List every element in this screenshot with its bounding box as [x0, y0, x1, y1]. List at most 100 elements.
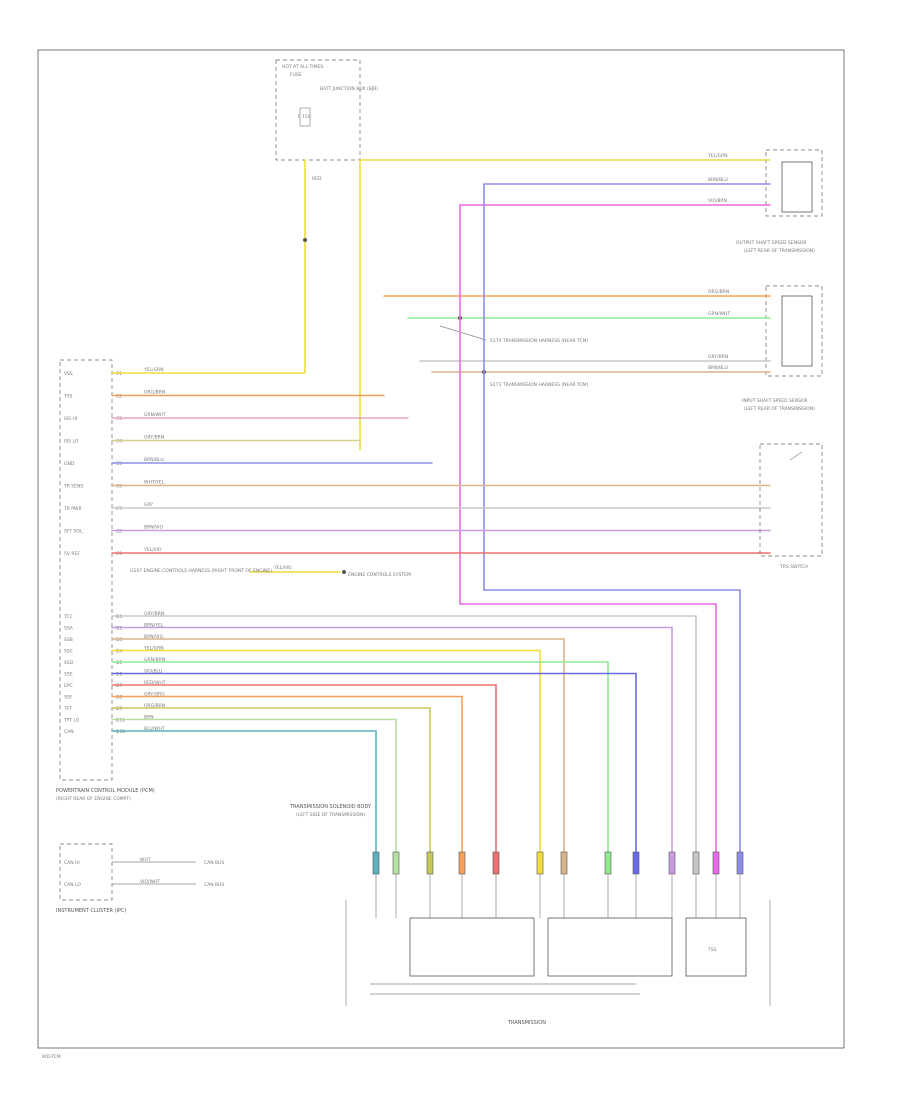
tcm-pin-name: TR SENS	[63, 484, 83, 490]
wire-label-orange: ORG/BRN	[708, 289, 729, 295]
sol-pin-id: D3	[116, 637, 122, 643]
fuse-box-right-text: BATT JUNCTION BOX (BJB)	[320, 86, 378, 92]
sol-pin-name: TFT LO	[63, 718, 80, 724]
sol-pin-color: BRN/YEL	[144, 623, 164, 629]
sol-pin-color: RED/WHT	[144, 680, 166, 686]
footer-id: WD-TCM	[42, 1054, 61, 1060]
tcm-pin-color: YEL/GRN	[143, 367, 164, 373]
connector-terminal	[492, 851, 500, 875]
connector-terminal	[604, 851, 612, 875]
sol-pin-name: SSD	[64, 660, 74, 666]
tcm-pin-color: BRN/BLU	[144, 457, 164, 463]
input-sensor: INPUT SHAFT SPEED SENSOR (LEFT REAR OF T…	[742, 285, 823, 412]
tcm-pin-color: YEL/VIO	[143, 547, 162, 553]
cluster-pin-note: CAN BUS	[204, 860, 224, 866]
sol-pin-name: SSC	[64, 649, 73, 655]
sol-pin-id: D10	[116, 718, 125, 724]
splice3-label: G107 ENGINE CONTROLS HARNESS (RIGHT FRON…	[130, 568, 272, 574]
connector-terminal	[668, 851, 676, 875]
sol-pin-name: TCC	[63, 614, 73, 620]
fuse-box-title: HOT AT ALL TIMES	[282, 64, 323, 70]
tcm-pin-id: C4	[116, 439, 122, 445]
tss-label: TSS	[707, 947, 717, 953]
instrument-cluster: INSTRUMENT CLUSTER (IPC)	[56, 843, 127, 914]
tss-block	[685, 917, 747, 977]
fuse-icon	[299, 107, 311, 127]
output-sensor-label: OUTPUT SHAFT SPEED SENSOR	[736, 240, 807, 246]
solenoid-block-1	[409, 917, 535, 977]
transmission-sub: (LEFT SIDE OF TRANSMISSION)	[296, 812, 365, 818]
tcm-pin-name: TSS	[63, 394, 73, 400]
wire-label-tan: BRN/BLU	[708, 365, 728, 371]
input-sensor-label: INPUT SHAFT SPEED SENSOR	[742, 398, 808, 404]
cluster-label: INSTRUMENT CLUSTER (IPC)	[56, 908, 127, 914]
tcm-pin-name: TR PWR	[63, 506, 82, 512]
sol-pin-id: D8	[116, 695, 122, 701]
fuse-box-fuse: F 15A	[298, 114, 312, 120]
sol-pin-wire	[111, 626, 673, 871]
sol-pin-id: D2	[116, 626, 122, 632]
tcm-sub: (RIGHT REAR OF ENGINE COMPT)	[56, 796, 131, 802]
cluster-pin-color: WHT	[140, 857, 151, 863]
tcm-pin-id: C1	[116, 371, 122, 377]
sol-pin-color: GRY/ORG	[144, 692, 165, 698]
tcm-pin-color: GRY/BRN	[144, 435, 164, 441]
sol-pin-wire	[111, 684, 497, 871]
tcm-pin-color: BRN/VIO	[144, 525, 164, 531]
sol-pin-name: CAN	[64, 729, 74, 735]
engine-ctrl-dot	[342, 570, 346, 574]
cluster-pin-name: CAN HI	[64, 860, 80, 866]
tcm-pin-id: C5	[116, 461, 122, 467]
connector-terminal	[692, 851, 700, 875]
sol-pin-id: D4	[116, 649, 122, 655]
sol-pin-id: D7	[116, 683, 122, 689]
tcm-pin-id: C6	[116, 484, 122, 490]
sol-pin-color: VIO/BLU	[144, 669, 162, 675]
wire-magenta-long	[459, 204, 717, 871]
wire-label-green: GRN/WHT	[708, 311, 730, 317]
cluster-pin-name: CAN LO	[64, 882, 81, 888]
sol-pin-name: SSF	[64, 695, 73, 701]
tcm-pin-color: ORG/BRN	[144, 390, 165, 396]
sol-pin-name: SSE	[64, 672, 73, 678]
output-sensor: OUTPUT SHAFT SPEED SENSOR (LEFT REAR OF …	[736, 149, 823, 254]
sol-pin-id: D11	[116, 729, 125, 735]
sol-pin-color: GRN/BRN	[144, 657, 165, 663]
connector-terminal	[536, 851, 544, 875]
splice-dot	[303, 238, 307, 242]
engine-wire-label: YEL/VIO	[273, 565, 292, 571]
connector-terminal	[712, 851, 720, 875]
tcm-pin-id: C7	[116, 506, 122, 512]
wire-label-yellow: YEL/GRN	[707, 153, 728, 159]
splice1-leader	[439, 325, 487, 341]
input-sensor-sub: (LEFT REAR OF TRANSMISSION)	[744, 406, 815, 412]
tcm-pin-name: ISS HI	[64, 416, 77, 422]
tcm-pin-id: C9	[116, 551, 122, 557]
engine-ctrl-label: ENGINE CONTROLS SYSTEM	[348, 572, 411, 578]
tcm-pin-id: C2	[116, 394, 122, 400]
trs-label: TRS SWITCH	[779, 564, 808, 570]
connector-terminal	[392, 851, 400, 875]
diagram-border	[37, 49, 845, 1049]
tcm-label: POWERTRAIN CONTROL MODULE (PCM)	[56, 788, 155, 794]
sol-pin-color: BRN/VIO	[144, 634, 164, 640]
solenoid-block-2	[547, 917, 673, 977]
sol-pin-wire	[111, 672, 637, 871]
sol-pin-color: ORG/BRN	[144, 703, 165, 709]
wire-blue-long	[483, 183, 741, 871]
fuse-box: HOT AT ALL TIMES FUSE BATT JUNCTION BOX …	[275, 59, 378, 161]
splice1-label: S170 TRANSMISSION HARNESS (NEAR TCM)	[490, 338, 589, 344]
trs-switch: TRS SWITCH	[759, 443, 823, 570]
sol-pin-color: BRN	[144, 715, 154, 721]
sol-pin-name: SSB	[64, 637, 73, 643]
transaxle-label: TRANSMISSION	[507, 1020, 546, 1026]
wire-label-blue: BRN/BLU	[708, 177, 728, 183]
sol-pin-wire	[111, 661, 609, 871]
tcm-pin-color: WHT/YEL	[144, 480, 165, 486]
tcm-pin-name: VSS	[64, 371, 73, 377]
tcm-pin-id: C3	[116, 416, 122, 422]
sol-pin-wire	[111, 730, 377, 871]
